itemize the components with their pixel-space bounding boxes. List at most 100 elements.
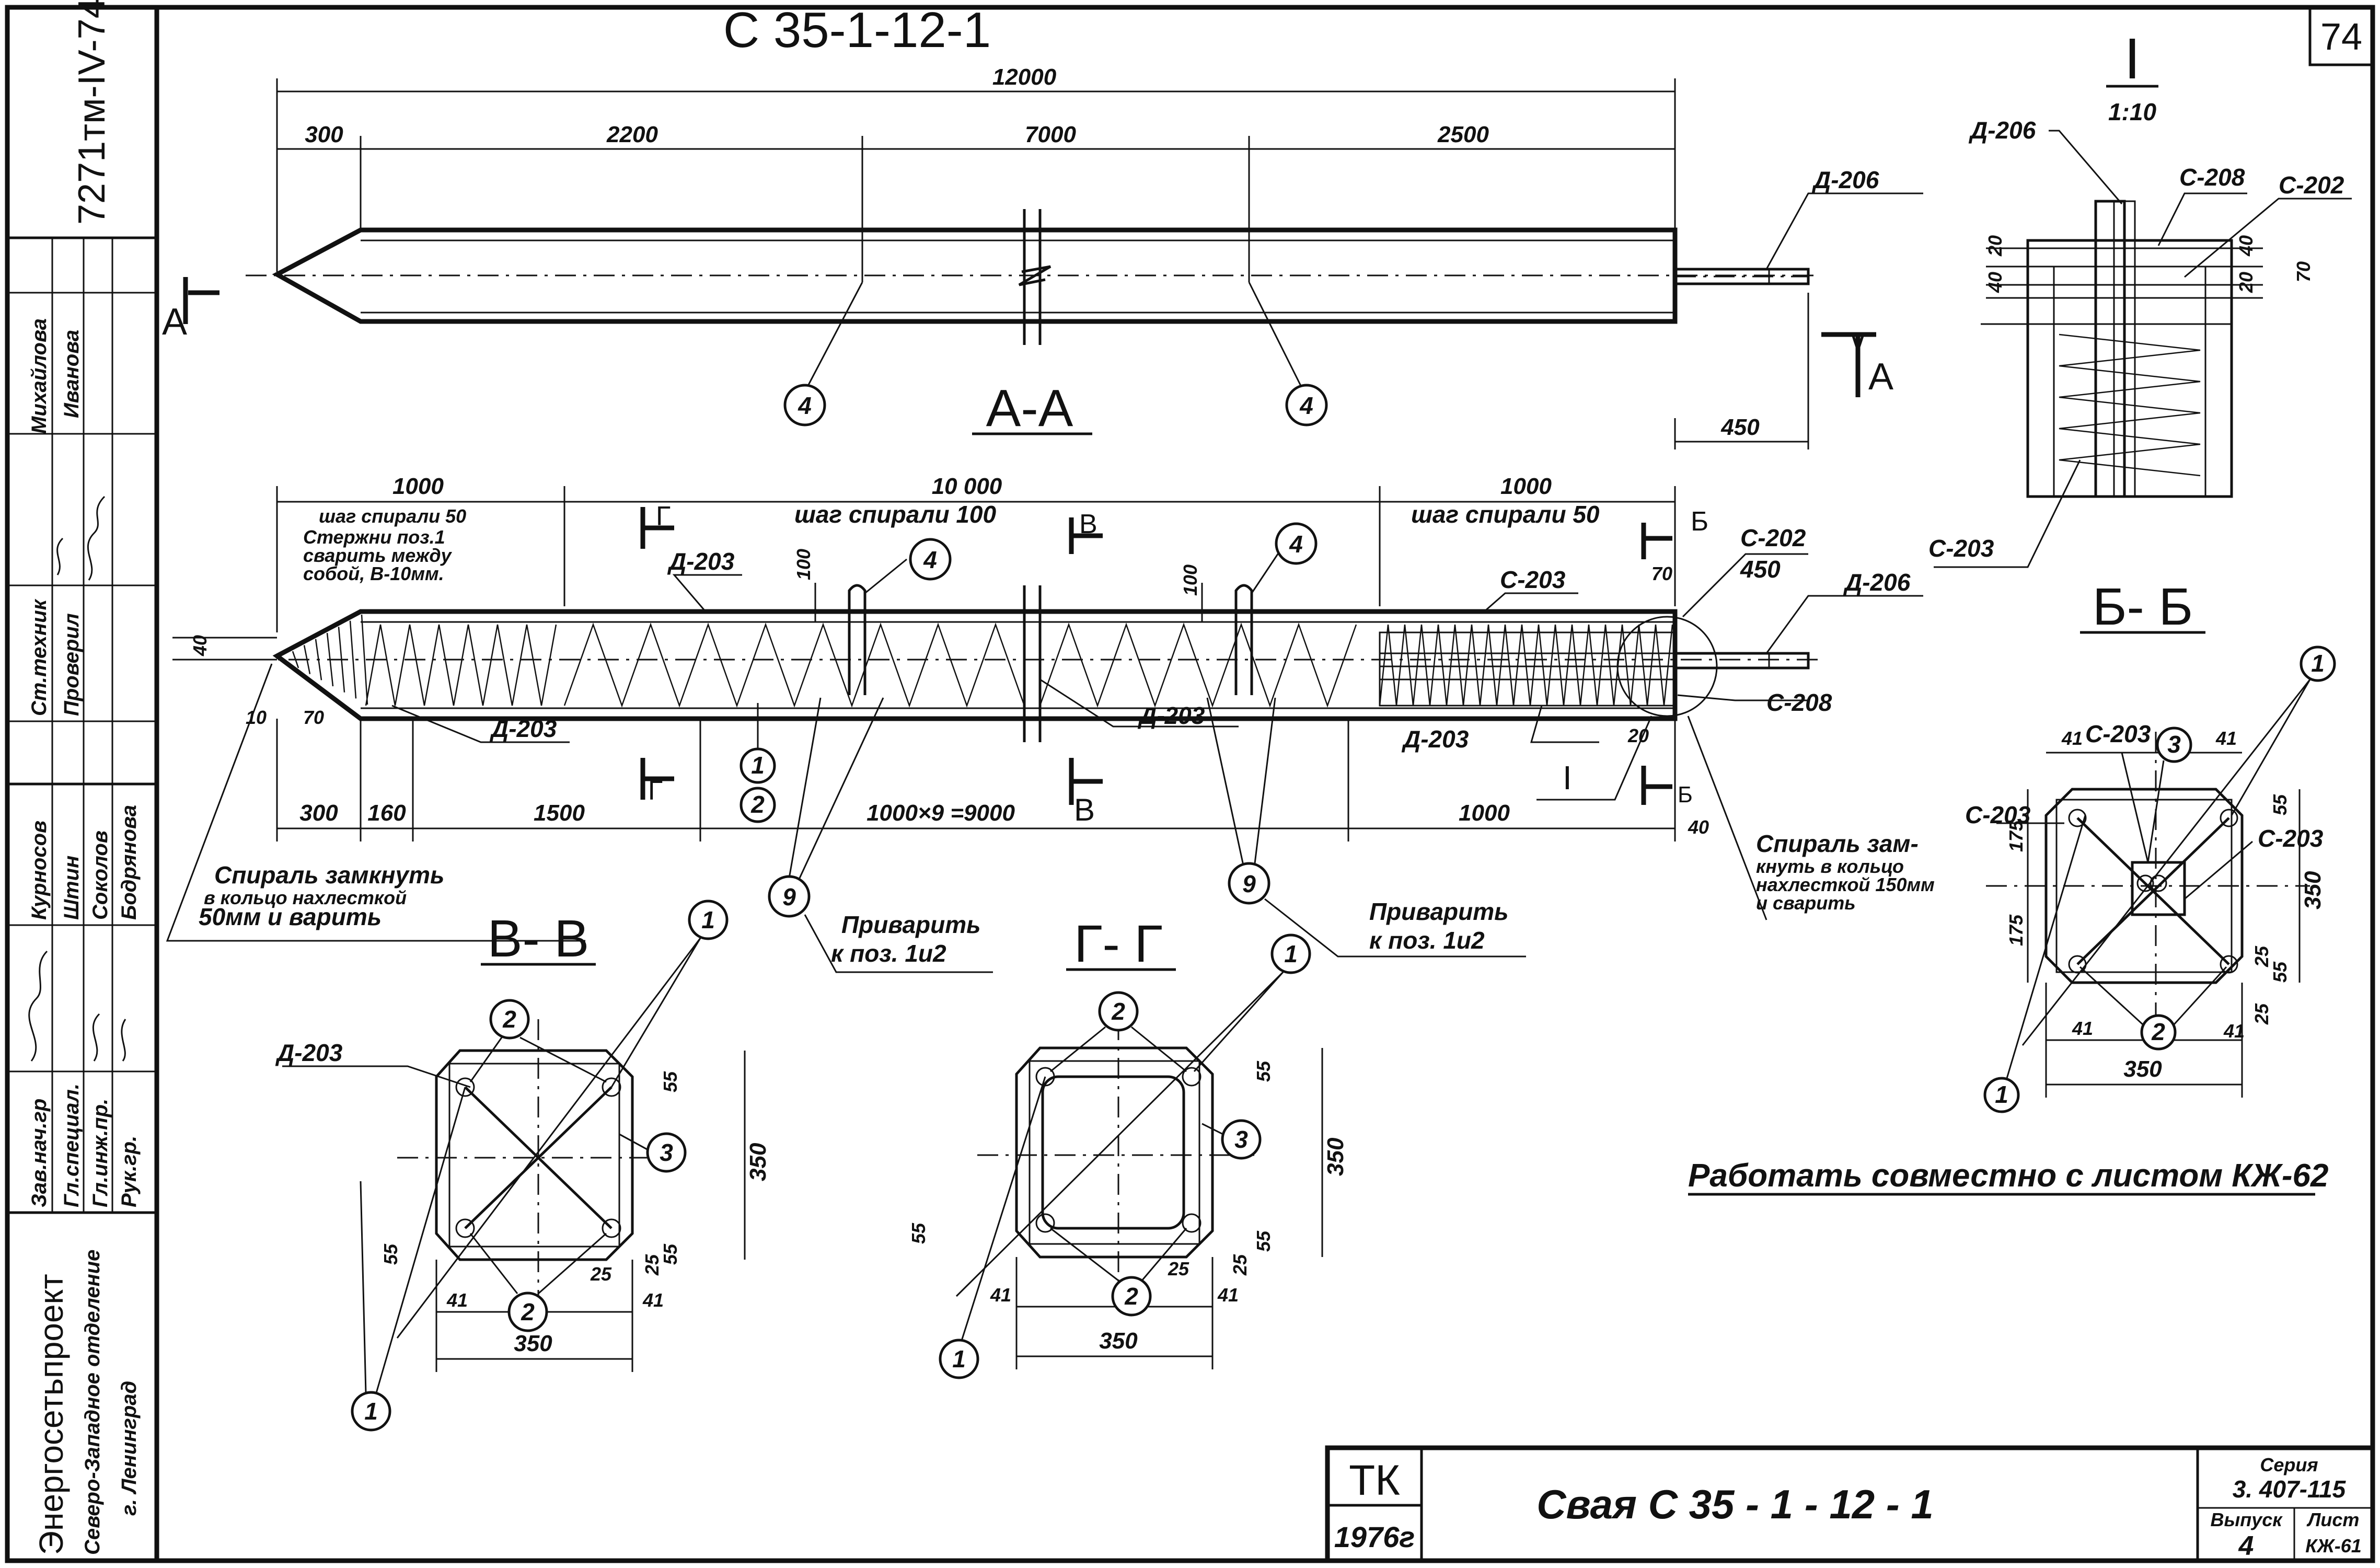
section-gg: Г- Г 350 41 25 41 350 55 55 55 25 2 2 3: [908, 915, 1348, 1379]
page-number-box: [2308, 6, 2374, 66]
archive-code: 7271тм-IV-74: [71, 0, 113, 225]
elev-seg-2: 7000: [1025, 122, 1076, 147]
bb-d41-bl: 41: [2072, 1018, 2093, 1039]
node-i-d20-right: 20: [2235, 272, 2257, 293]
vv-d55-left: 55: [380, 1243, 401, 1265]
tb-sheet-label: Лист: [2306, 1509, 2360, 1530]
aa-c202: С-202: [1740, 524, 1806, 551]
elev-total-length: 12000: [992, 64, 1057, 90]
section-mark-a-left: А: [162, 301, 187, 343]
aa-d203-top: Д-203: [667, 548, 735, 575]
gg-d25-right: 25: [1229, 1254, 1251, 1276]
gg-d41-right: 41: [1217, 1284, 1239, 1306]
bb-d41-left: 41: [2061, 728, 2083, 749]
aa-d206: Д-206: [1843, 569, 1911, 596]
node-i-c203: С-203: [1928, 535, 1994, 562]
vv-d350-v: 350: [745, 1143, 771, 1181]
elev-callout-4b: 4: [1299, 392, 1313, 419]
bb-d55-bot: 55: [2269, 961, 2291, 983]
gg-pos2-top: 2: [1111, 998, 1125, 1025]
bb-pos2: 2: [2151, 1018, 2165, 1045]
stamp-name-5: Соколов: [89, 831, 112, 920]
aa-zone1-note3: сварить между: [303, 545, 453, 566]
section-mark-a-right: А: [1868, 356, 1893, 398]
section-gg-title: Г- Г: [1074, 915, 1162, 973]
vv-d25-right: 25: [641, 1254, 663, 1276]
gg-pos3: 3: [1234, 1126, 1248, 1153]
elev-head-extension: 450: [1720, 414, 1760, 440]
aa-bot-1000: 1000: [1459, 800, 1510, 826]
aa-dim-40: 40: [189, 635, 211, 656]
note-spiral-right-3: нахлесткой 150мм: [1756, 874, 1935, 895]
section-bb: Б- Б 41 41 175 175 350 55 55 25 25 350 4…: [1965, 578, 2336, 1113]
elev-part-d206: Д-206: [1811, 166, 1879, 193]
aa-zone2-len: 10 000: [932, 474, 1002, 499]
vv-pos3: 3: [660, 1139, 673, 1166]
joint-work-note: Работать совместно с листом КЖ-62: [1688, 1158, 2329, 1194]
tb-sheet-value: КЖ-61: [2305, 1535, 2362, 1557]
bb-c203-top: С-203: [2085, 720, 2151, 747]
aa-bot-300: 300: [299, 800, 338, 826]
vv-d55-right: 55: [660, 1243, 681, 1265]
stamp-name-6: Бодрянова: [118, 805, 141, 920]
node-i-c202: С-202: [2279, 171, 2344, 199]
gg-pos1-top: 1: [1284, 940, 1298, 967]
vv-d350-h: 350: [514, 1331, 552, 1356]
aa-dim-70: 70: [303, 707, 324, 728]
node-i-callout-circle: [1616, 616, 1718, 717]
spiral-reinforcement: [292, 614, 1673, 708]
stamp-role-3: Зав.нач.гр: [28, 1099, 51, 1207]
aa-dim-20: 20: [1627, 725, 1649, 746]
gg-d55-left: 55: [908, 1223, 929, 1244]
aa-cut-g-bot: Г: [648, 776, 663, 806]
node-i-d70: 70: [2293, 261, 2314, 282]
gg-d350-h: 350: [1099, 1328, 1138, 1354]
note-weld-2b: к поз. 1и2: [1369, 927, 1485, 954]
aa-pos4a: 4: [923, 546, 937, 573]
gg-d41-left: 41: [990, 1284, 1011, 1306]
note-spiral-right-4: и сварить: [1756, 892, 1856, 914]
gg-d55-top: 55: [1253, 1060, 1274, 1082]
section-aa-title: А-А: [986, 379, 1073, 437]
vv-d41-right: 41: [642, 1289, 664, 1311]
gg-pos2-bot: 2: [1124, 1283, 1138, 1310]
tb-series-value: 3. 407-115: [2233, 1475, 2347, 1503]
note-weld-1a: Приварить: [841, 911, 980, 938]
bb-d175-top: 175: [2005, 820, 2027, 852]
stamp-name-1: Михайлова: [28, 318, 51, 434]
node-i-d206: Д-206: [1968, 117, 2036, 144]
aa-bot-160: 160: [367, 800, 406, 826]
node-i-d40-right: 40: [2235, 235, 2257, 257]
bb-pos3: 3: [2167, 731, 2181, 758]
pile-elevation: С 35-1-12-1 12000 300 2200 7000 2500 450…: [162, 2, 1923, 449]
aa-zone1-len: 1000: [392, 474, 444, 499]
aa-bot-9000: 1000×9 =9000: [866, 800, 1015, 826]
head-dense-zone: [1379, 631, 1676, 707]
gg-d55-right: 55: [1253, 1230, 1274, 1252]
aa-c203-top: С-203: [1500, 566, 1566, 593]
bb-d41-br: 41: [2223, 1020, 2245, 1042]
elev-seg-3: 2500: [1437, 122, 1489, 147]
elev-seg-tip: 300: [305, 122, 343, 147]
vv-pos2-top: 2: [502, 1006, 516, 1033]
stamp-role-2: Проверил: [60, 613, 83, 716]
aa-zone1-note: шаг спирали 50: [319, 505, 466, 527]
aa-pos2: 2: [750, 791, 765, 818]
aa-d203-right: Д-203: [1401, 725, 1469, 753]
stamp-role-5: Гл.инж.пр.: [89, 1099, 112, 1207]
note-spiral-right-1: Спираль зам-: [1756, 830, 1919, 857]
stamp-column: 7271тм-IV-74 Ст.техник Проверил Михайлов…: [7, 0, 157, 1555]
vv-d25: 25: [590, 1263, 612, 1285]
stamp-role-6: Рук.гр.: [118, 1136, 141, 1207]
node-i-c208: С-208: [2179, 164, 2245, 191]
stamp-name-3: Курносов: [28, 821, 51, 920]
tb-year: 1976г: [1334, 1520, 1415, 1553]
gg-d25: 25: [1168, 1258, 1189, 1279]
node-i-detail: I 1:10 Д-206 С-208 С-202 С-203 40 20 40 …: [1928, 27, 2352, 568]
org-city: г. Ленинград: [118, 1381, 141, 1516]
aa-pos9a: 9: [782, 883, 796, 910]
aa-cut-v-top: В: [1079, 509, 1097, 539]
aa-cut-g-top: Г: [656, 501, 671, 532]
aa-dim-100b: 100: [1180, 564, 1201, 596]
